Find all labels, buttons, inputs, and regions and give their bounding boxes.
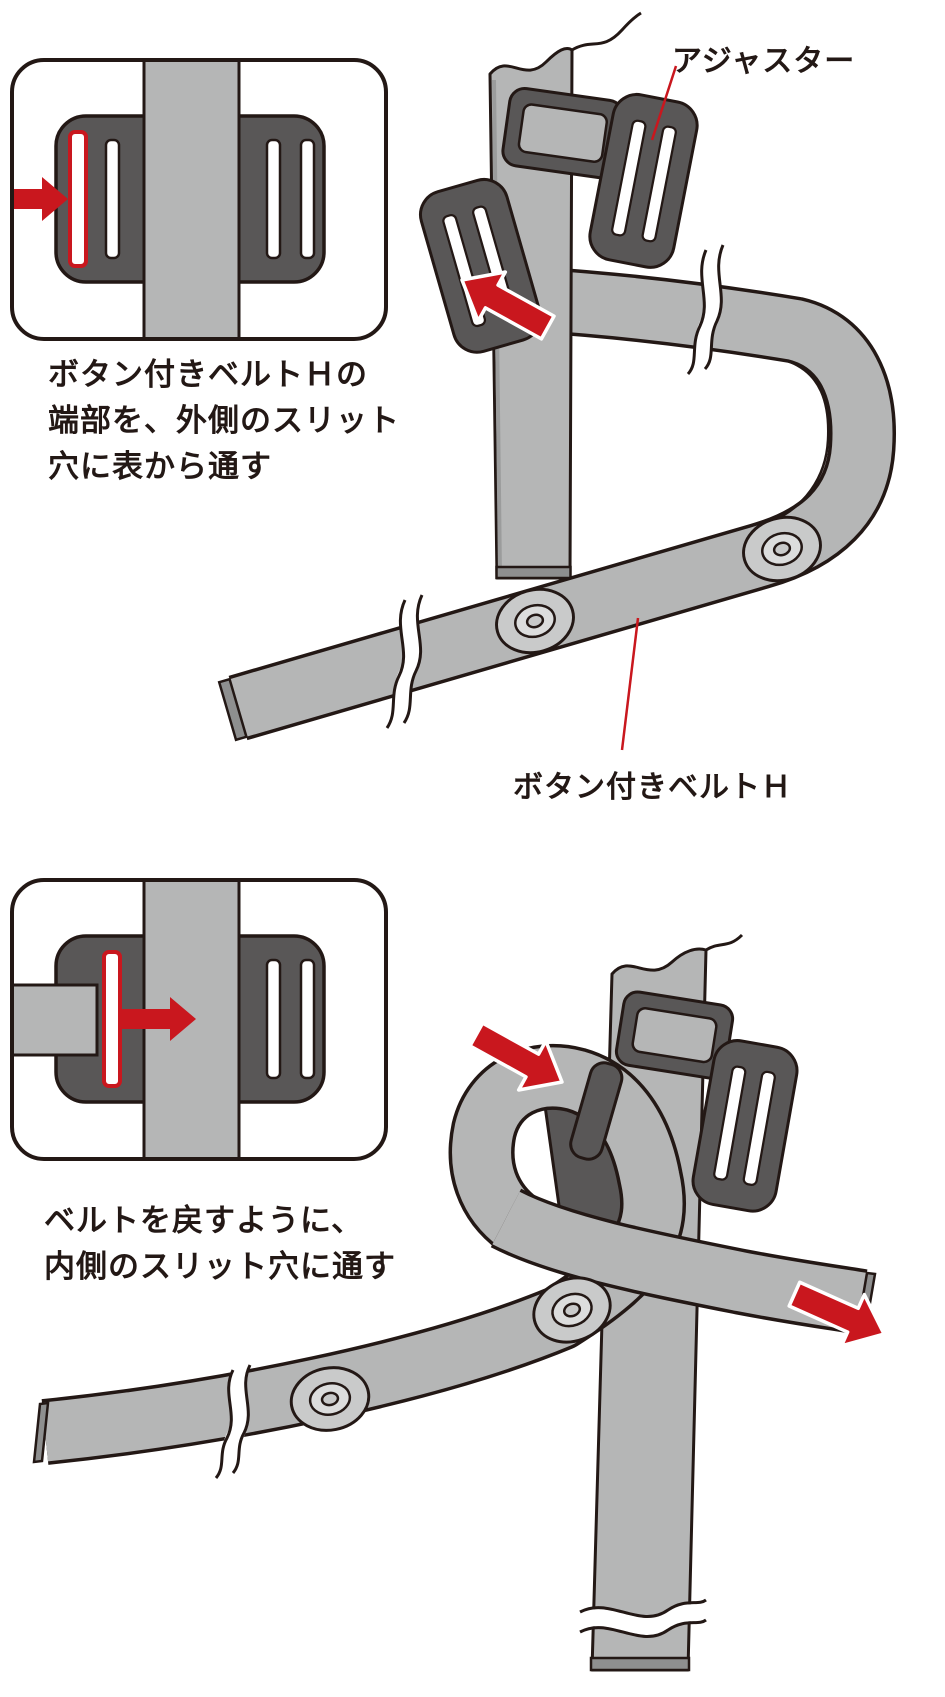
step2-caption: ベルトを戻すように、 内側のスリット穴に通す	[44, 1198, 396, 1290]
adjuster-leader-line	[650, 65, 678, 141]
step2-caption-line-1: ベルトを戻すように、	[44, 1203, 364, 1238]
red-arrow-icon	[460, 270, 556, 341]
slit-hole	[742, 1070, 776, 1186]
red-arrow-icon	[787, 1280, 886, 1348]
adjuster-belt-end-cap	[495, 565, 572, 580]
adjuster-top-frame	[501, 87, 625, 180]
step1-caption-line-2: 端部を、外側のスリット	[48, 403, 400, 438]
snap-button	[742, 515, 822, 583]
belt-cut-squiggle	[571, 11, 642, 52]
belt-h-end-cap	[217, 677, 248, 742]
belt-h-surface	[229, 270, 893, 737]
belt-h-ribbon	[217, 266, 896, 742]
step1-caption: ボタン付きベルトＨの 端部を、外側のスリット 穴に表から通す	[48, 352, 400, 490]
break-mark	[574, 1598, 714, 1638]
step2-inset-drawing	[14, 882, 326, 1157]
belt-h-fold-edge	[769, 360, 830, 524]
adjuster-back-frame	[588, 92, 699, 269]
snap-button	[532, 1276, 612, 1344]
center-belt	[142, 62, 241, 337]
break-mark	[686, 243, 725, 377]
break-mark	[214, 1363, 252, 1481]
belt-end-in-inner-slit	[102, 950, 122, 1088]
adjuster-belt-end-cap	[589, 1656, 691, 1672]
step1-caption-line-1: ボタン付きベルトＨの	[48, 357, 368, 392]
belt-end-in-outer-slit	[68, 130, 88, 268]
step1-caption-line-3: 穴に表から通す	[48, 449, 272, 484]
step1-detail-inset	[10, 58, 388, 341]
slit-hole	[265, 138, 282, 260]
red-arrow-icon	[468, 1021, 564, 1092]
step2-detail-inset	[10, 878, 388, 1161]
step2-illustration	[32, 933, 886, 1672]
threaded-belt-strip	[14, 983, 99, 1057]
step1-inset-drawing	[14, 62, 326, 337]
red-arrow-icon	[120, 997, 196, 1041]
slit-hole	[265, 958, 282, 1080]
adjuster-front-bar	[569, 1061, 624, 1161]
snap-button	[495, 587, 575, 655]
slit-hole	[299, 138, 316, 260]
slit-hole	[299, 958, 316, 1080]
belt-cut-squiggle	[705, 933, 744, 952]
belt-h-leader-line	[620, 617, 640, 751]
step2-caption-line-2: 内側のスリット穴に通す	[44, 1249, 396, 1284]
red-arrow-icon	[14, 177, 68, 221]
adjuster-label: アジャスター	[672, 45, 856, 78]
step1-illustration	[217, 11, 896, 751]
slit-hole	[611, 119, 647, 237]
adjuster-back-frame	[691, 1039, 799, 1213]
slit-hole	[641, 125, 677, 243]
slit-hole	[713, 1065, 747, 1181]
snap-button	[289, 1366, 371, 1432]
belt-h-end-cap	[32, 1401, 50, 1464]
break-mark	[385, 593, 424, 730]
slit-hole	[104, 138, 121, 260]
belt-h-label: ボタン付きベルトＨ	[513, 771, 792, 804]
